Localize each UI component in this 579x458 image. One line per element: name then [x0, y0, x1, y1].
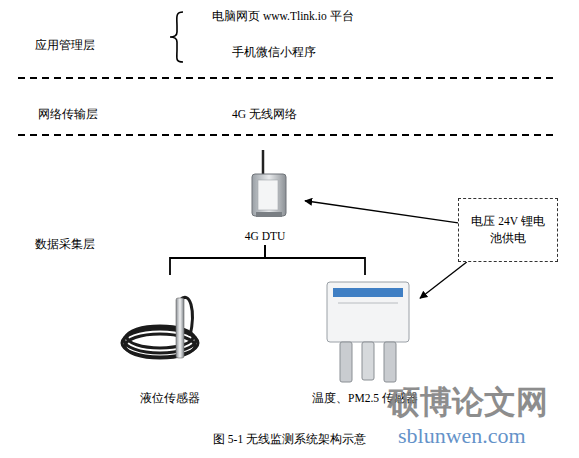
- dtu-device: 4G DTU: [225, 145, 305, 245]
- layer-name: 数据采集层: [35, 237, 95, 253]
- sensor-probe: [340, 342, 352, 382]
- dtu-illustration: [252, 150, 286, 217]
- watermark: sblunwen.com: [398, 423, 526, 449]
- node-label: 4G DTU: [195, 228, 335, 245]
- layer-name: 应用管理层: [35, 38, 95, 54]
- node-label: 电压 24V 锂电 池供电: [467, 213, 549, 247]
- figure-caption: 图 5-1 无线监测系统架构示意: [0, 432, 579, 447]
- network-name: 4G 无线网络: [232, 107, 297, 123]
- layer-name: 网络传输层: [38, 107, 98, 123]
- platform-item: 手机微信小程序: [232, 45, 316, 61]
- power-arrow: [420, 262, 467, 298]
- platform-item: 电脑网页 www.Tlink.io 平台: [212, 9, 354, 25]
- dtu-body: [252, 174, 286, 216]
- antenna: [262, 150, 265, 176]
- sensor-probe: [362, 342, 374, 380]
- power-supply-box: 电压 24V 锂电 池供电: [458, 198, 558, 262]
- dtu-base: [256, 212, 282, 217]
- cable-coil: [122, 329, 198, 357]
- tree-wire: [265, 245, 365, 275]
- probe: [176, 298, 184, 358]
- level-sensor: 液位传感器: [115, 275, 225, 407]
- cable-coil: [124, 327, 196, 353]
- watermark: 硕博论文网: [388, 384, 548, 420]
- dtu-panel: [258, 180, 278, 210]
- sensor-header: [333, 288, 403, 297]
- level-sensor-illustration: [122, 297, 198, 358]
- cable-coil: [125, 334, 195, 358]
- layer-divider: [18, 134, 556, 136]
- sensor-marking: [338, 303, 398, 304]
- power-arrow: [305, 201, 458, 223]
- sensor-housing: [327, 282, 409, 342]
- layer-divider: [18, 77, 556, 79]
- tree-wire: [170, 245, 265, 275]
- sensor-probe: [384, 342, 396, 382]
- env-sensor-illustration: [327, 282, 409, 382]
- curly-bracket: [170, 12, 183, 62]
- node-label: 液位传感器: [85, 390, 255, 407]
